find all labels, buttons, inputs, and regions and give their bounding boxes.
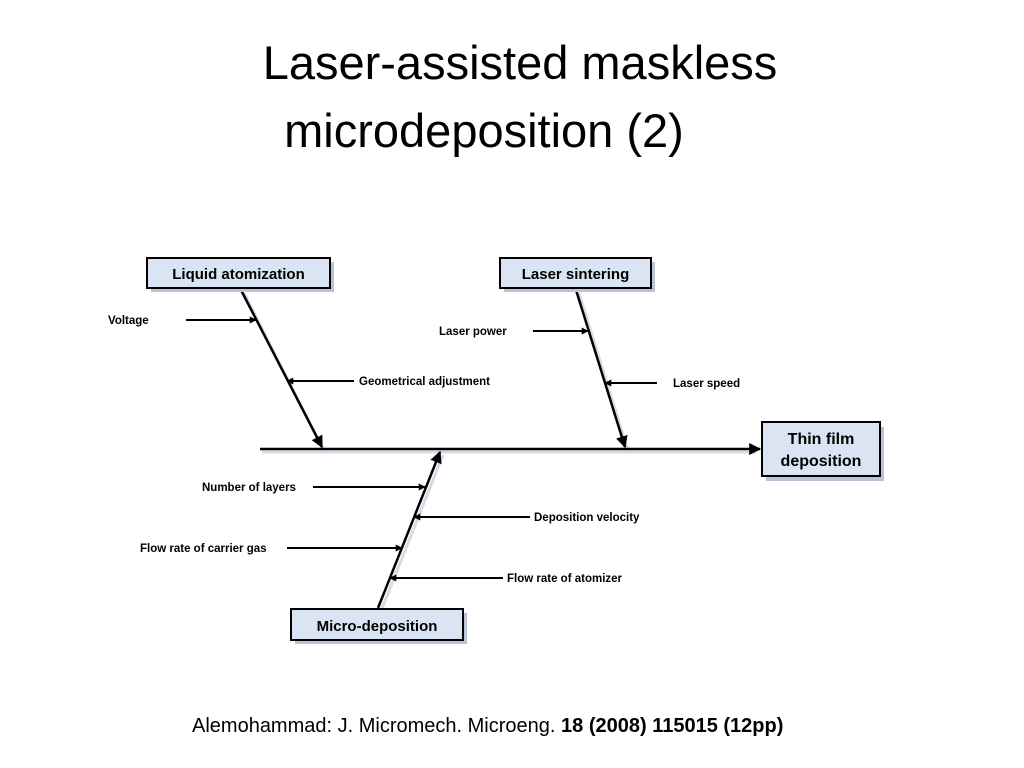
slide-title-line-2: microdeposition (2) [284,104,684,157]
category-label-micro-deposition: Micro-deposition [317,618,438,635]
cause-label-laser-speed: Laser speed [673,378,740,390]
effect-box: Thin film deposition [761,421,884,481]
citation-prefix: Alemohammad: J. Micromech. Microeng. [192,715,556,737]
citation-bold: 18 (2008) 115015 (12pp) [561,715,784,737]
cause-label-laser-power: Laser power [439,326,507,338]
cause-label-geometrical-adjustment: Geometrical adjustment [359,376,490,388]
cause-label-number-of-layers: Number of layers [202,482,296,494]
bone-liquid-atomization [239,289,324,449]
category-label-liquid-atomization: Liquid atomization [172,266,305,283]
category-box-micro-deposition: Micro-deposition [290,608,467,644]
effect-label-line-2: deposition [781,453,862,470]
cause-label-flow-rate-atomizer: Flow rate of atomizer [507,573,623,585]
effect-label-line-1: Thin film [788,431,855,448]
cause-label-deposition-velocity: Deposition velocity [534,512,640,524]
cause-label-flow-rate-carrier-gas: Flow rate of carrier gas [140,543,267,555]
bone-micro-deposition [376,450,442,609]
bone-laser-sintering [574,289,628,449]
category-box-laser-sintering: Laser sintering [499,257,655,292]
category-box-liquid-atomization: Liquid atomization [146,257,334,292]
category-label-laser-sintering: Laser sintering [522,266,630,283]
slide-title-line-1: Laser-assisted maskless [262,36,778,89]
cause-label-voltage: Voltage [108,315,149,327]
citation: Alemohammad: J. Micromech. Microeng. 18 … [192,715,783,738]
